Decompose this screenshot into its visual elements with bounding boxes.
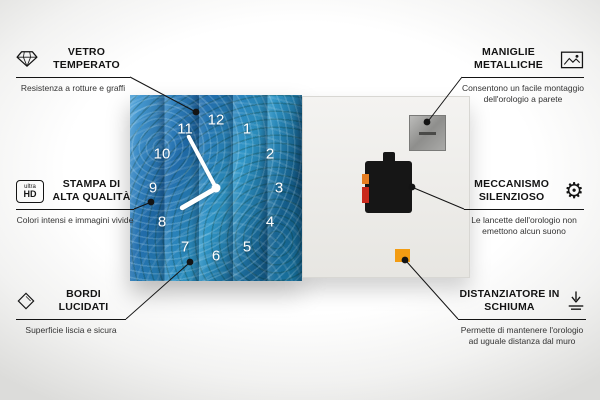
callout-distanziatore-schiuma: DISTANZIATORE IN SCHIUMA Permette di man… bbox=[458, 286, 586, 347]
callout-rule bbox=[464, 209, 584, 210]
callout-rule bbox=[16, 209, 134, 210]
clock-number-8: 8 bbox=[157, 213, 167, 231]
clock-number-1: 1 bbox=[242, 120, 252, 138]
clock-front-view: 12 1 2 3 4 5 6 7 8 9 10 11 bbox=[130, 95, 302, 281]
clock-number-2: 2 bbox=[265, 145, 275, 163]
callout-title: VETRO TEMPERATO bbox=[53, 45, 120, 71]
clock-number-6: 6 bbox=[211, 247, 221, 265]
clock-number-4: 4 bbox=[265, 213, 275, 231]
clock-center-cap bbox=[211, 183, 221, 193]
callout-maniglie-metalliche: MANIGLIE METALLICHE Consentono un facile… bbox=[462, 44, 584, 105]
clock-number-11: 11 bbox=[177, 120, 193, 138]
callout-title: MECCANISMO SILENZIOSO bbox=[474, 177, 550, 203]
callout-header: MECCANISMO SILENZIOSO ⚙ bbox=[464, 176, 584, 206]
callout-description: Resistenza a rotture e graffi bbox=[20, 83, 126, 93]
clock-back-view bbox=[302, 96, 470, 278]
minute-hand bbox=[186, 134, 218, 189]
foam-spacer-icon bbox=[566, 290, 586, 312]
callout-vetro-temperato: VETRO TEMPERATO Resistenza a rotture e g… bbox=[16, 44, 130, 94]
mechanism-red-detail bbox=[362, 187, 369, 203]
callout-header: VETRO TEMPERATO bbox=[16, 44, 130, 74]
mechanism-orange-detail bbox=[362, 174, 369, 184]
clock-number-5: 5 bbox=[242, 238, 252, 256]
ultra-hd-icon-label-top: ultra bbox=[24, 183, 36, 190]
callout-description: Permette di mantenere l'orologio ad ugua… bbox=[460, 325, 584, 347]
callout-header: BORDI LUCIDATI bbox=[16, 286, 126, 316]
gear-icon: ⚙ bbox=[564, 178, 584, 203]
picture-mount-icon bbox=[560, 49, 584, 69]
callout-description: Colori intensi e immagini vivide bbox=[16, 215, 134, 225]
polished-edge-icon bbox=[16, 291, 36, 311]
diamond-icon bbox=[16, 50, 38, 68]
callout-rule bbox=[458, 319, 586, 320]
clock-mechanism bbox=[362, 152, 412, 213]
callout-description: Superficie liscia e sicura bbox=[25, 325, 117, 335]
clock-number-9: 9 bbox=[148, 179, 158, 197]
metal-hanger-plate bbox=[409, 115, 446, 151]
callout-title: DISTANZIATORE IN SCHIUMA bbox=[459, 287, 560, 313]
callout-rule bbox=[16, 77, 130, 78]
callout-bordi-lucidati: BORDI LUCIDATI Superficie liscia e sicur… bbox=[16, 286, 126, 336]
callout-header: MANIGLIE METALLICHE bbox=[462, 44, 584, 74]
callout-description: Consentono un facile montaggio dell'orol… bbox=[462, 83, 584, 105]
clock-number-3: 3 bbox=[274, 179, 284, 197]
callout-stampa-alta-qualita: ultra HD STAMPA DI ALTA QUALITÀ Colori i… bbox=[16, 176, 134, 226]
callout-rule bbox=[16, 319, 126, 320]
clock-number-12: 12 bbox=[207, 111, 225, 129]
callout-description: Le lancette dell'orologio non emettono a… bbox=[471, 215, 577, 237]
callout-title: STAMPA DI ALTA QUALITÀ bbox=[52, 177, 131, 203]
clock-number-10: 10 bbox=[153, 145, 171, 163]
ultra-hd-icon: ultra HD bbox=[16, 179, 44, 203]
callout-title: BORDI LUCIDATI bbox=[58, 287, 109, 313]
ultra-hd-icon-label-bottom: HD bbox=[23, 188, 37, 199]
callout-title: MANIGLIE METALLICHE bbox=[474, 45, 543, 71]
foam-spacer bbox=[395, 249, 410, 262]
clock-number-7: 7 bbox=[180, 238, 190, 256]
callout-meccanismo-silenzioso: MECCANISMO SILENZIOSO ⚙ Le lancette dell… bbox=[464, 176, 584, 237]
mechanism-hook bbox=[382, 152, 395, 161]
callout-header: DISTANZIATORE IN SCHIUMA bbox=[458, 286, 586, 316]
callout-rule bbox=[462, 77, 584, 78]
callout-header: ultra HD STAMPA DI ALTA QUALITÀ bbox=[16, 176, 134, 206]
